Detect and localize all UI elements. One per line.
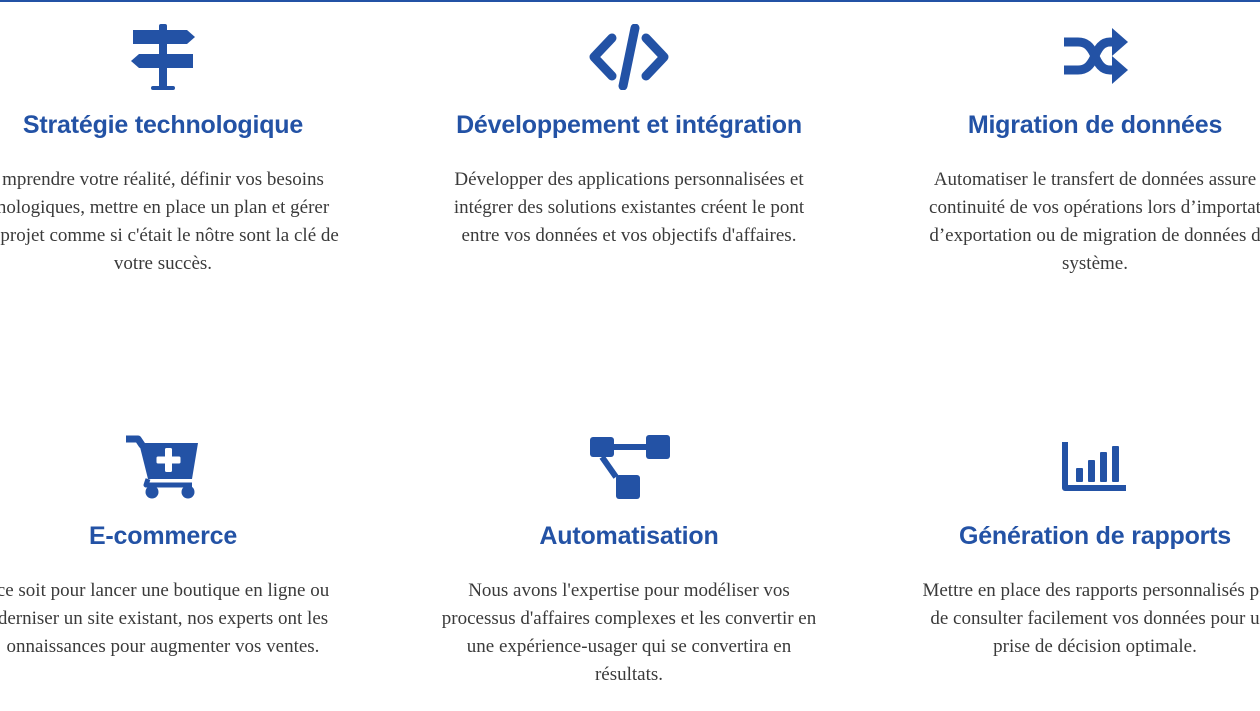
service-title: Automatisation	[539, 522, 719, 550]
description-line: Développer des applications personnalisé…	[454, 169, 804, 190]
top-border	[0, 0, 1260, 2]
bar-chart-icon	[1062, 442, 1126, 491]
description-line: d’exportation ou de migration de données…	[929, 225, 1260, 246]
service-description: mprendre votre réalité, définir vos beso…	[0, 166, 393, 278]
description-line: Mettre en place des rapports personnalis…	[922, 580, 1260, 601]
description-line: mprendre votre réalité, définir vos beso…	[2, 169, 324, 190]
description-line: entre vos données et vos objectifs d'aff…	[461, 225, 797, 246]
service-card-ecommerce: E-commerce ce soit pour lancer une bouti…	[0, 411, 393, 711]
description-line: de consulter facilement vos données pour…	[930, 608, 1260, 629]
service-description: Automatiser le transfert de données assu…	[865, 166, 1260, 278]
description-line: nologiques, mettre en place un plan et g…	[0, 197, 330, 218]
service-description: Nous avons l'expertise pour modéliser vo…	[399, 577, 859, 689]
service-description: Mettre en place des rapports personnalis…	[865, 577, 1260, 661]
description-line: processus d'affaires complexes et les co…	[441, 608, 817, 629]
sitemap-icon	[590, 435, 670, 499]
cart-plus-icon	[126, 435, 198, 499]
description-line: prise de décision optimale.	[993, 636, 1197, 657]
service-title: Développement et intégration	[456, 111, 802, 139]
service-card-strategie: Stratégie technologique mprendre votre r…	[0, 0, 393, 300]
service-title: Stratégie technologique	[22, 111, 304, 139]
description-line: Automatiser le transfert de données assu…	[933, 169, 1257, 190]
service-title: E-commerce	[88, 522, 238, 550]
description-line: ce soit pour lancer une boutique en lign…	[0, 580, 330, 601]
service-description: ce soit pour lancer une boutique en lign…	[0, 577, 393, 661]
service-card-automatisation: Automatisation Nous avons l'expertise po…	[399, 411, 859, 711]
description-line: onnaissances pour augmenter vos ventes.	[6, 636, 320, 657]
service-title: Migration de données	[967, 111, 1223, 139]
description-line: Nous avons l'expertise pour modéliser vo…	[468, 580, 790, 601]
service-title: Génération de rapports	[958, 522, 1232, 550]
description-line: intégrer des solutions existantes créent…	[453, 197, 805, 218]
service-description: Développer des applications personnalisé…	[399, 166, 859, 250]
service-card-migration: Migration de données Automatiser le tran…	[865, 0, 1260, 300]
description-line: e projet comme si c'était le nôtre sont …	[0, 225, 339, 246]
description-line: système.	[1062, 253, 1128, 274]
code-icon	[589, 24, 669, 90]
service-card-developpement: Développement et intégration Développer …	[399, 0, 859, 300]
description-line: une expérience-usager qui se convertira …	[466, 636, 792, 657]
signpost-icon	[131, 24, 195, 90]
description-line: derniser un site existant, nos experts o…	[0, 608, 329, 629]
service-card-rapports: Génération de rapports Mettre en place d…	[865, 411, 1260, 711]
description-line: continuité de vos opérations lors d’impo…	[929, 197, 1260, 218]
description-line: résultats.	[594, 664, 664, 685]
description-line: votre succès.	[113, 253, 213, 274]
shuffle-icon	[1064, 28, 1128, 84]
